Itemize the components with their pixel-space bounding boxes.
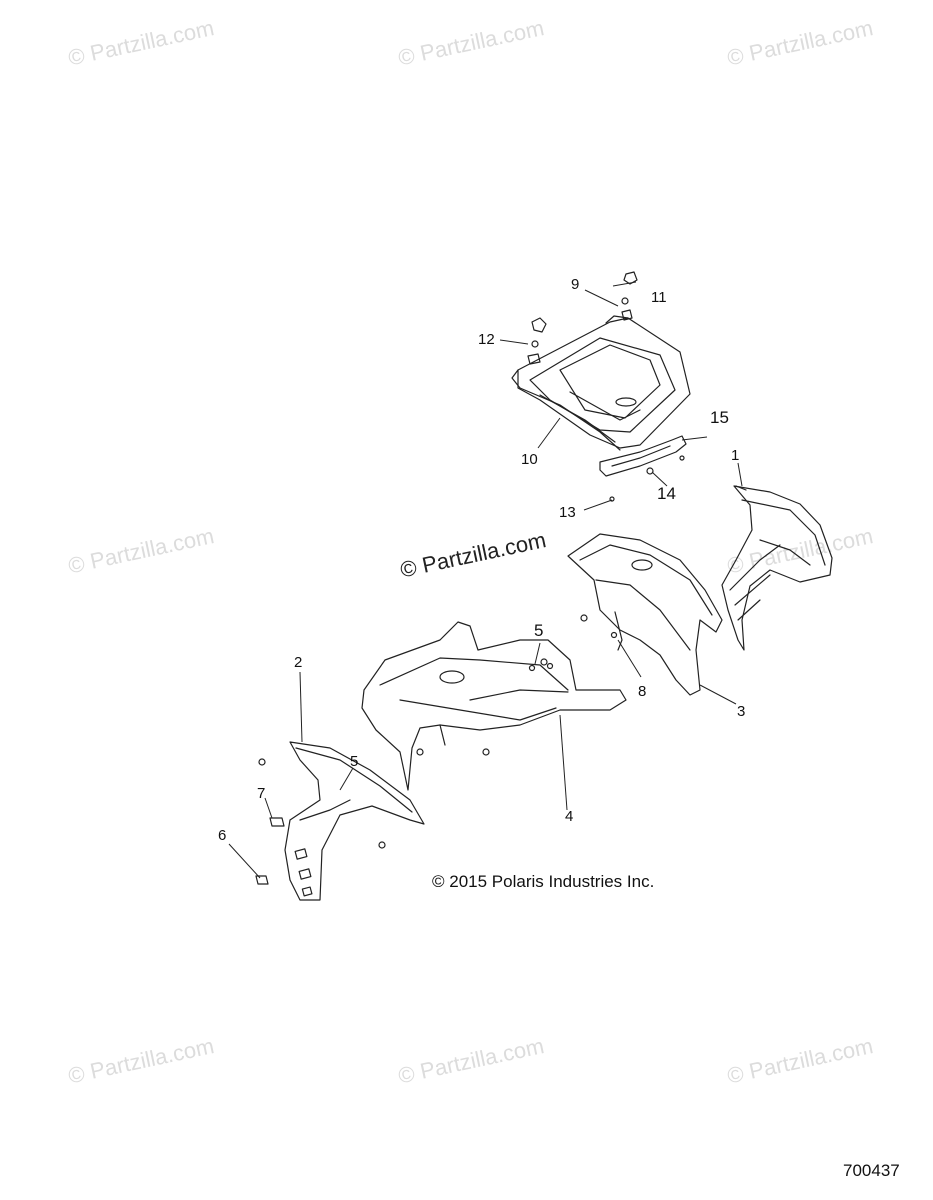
callout-15: 15 [710,408,729,427]
part-4-center-tub [361,621,627,791]
copyright-notice: © 2015 Polaris Industries Inc. [432,872,655,891]
part-2-fender-left [255,741,425,901]
callout-7: 7 [257,785,266,802]
callout-10: 10 [521,451,538,468]
callout-5b: 5 [350,753,359,770]
part-3-fender-right [567,533,723,696]
callout-5a: 5 [534,621,544,640]
part-10-rack [511,315,691,451]
callout-1: 1 [731,447,740,464]
part-15-bracket [599,435,687,502]
callout-6: 6 [218,827,227,844]
callout-14: 14 [657,484,676,503]
reference-number: 700437 [843,1161,900,1180]
callout-2: 2 [294,654,303,671]
callout-11: 11 [651,289,667,306]
part-1-side-panel [721,485,833,651]
callout-3: 3 [737,703,746,720]
callout-4: 4 [565,808,574,825]
callout-8: 8 [638,683,647,700]
callout-9: 9 [571,276,580,293]
callout-12: 12 [478,331,495,348]
part-fasteners-top [527,271,638,365]
callout-13: 13 [559,504,576,521]
